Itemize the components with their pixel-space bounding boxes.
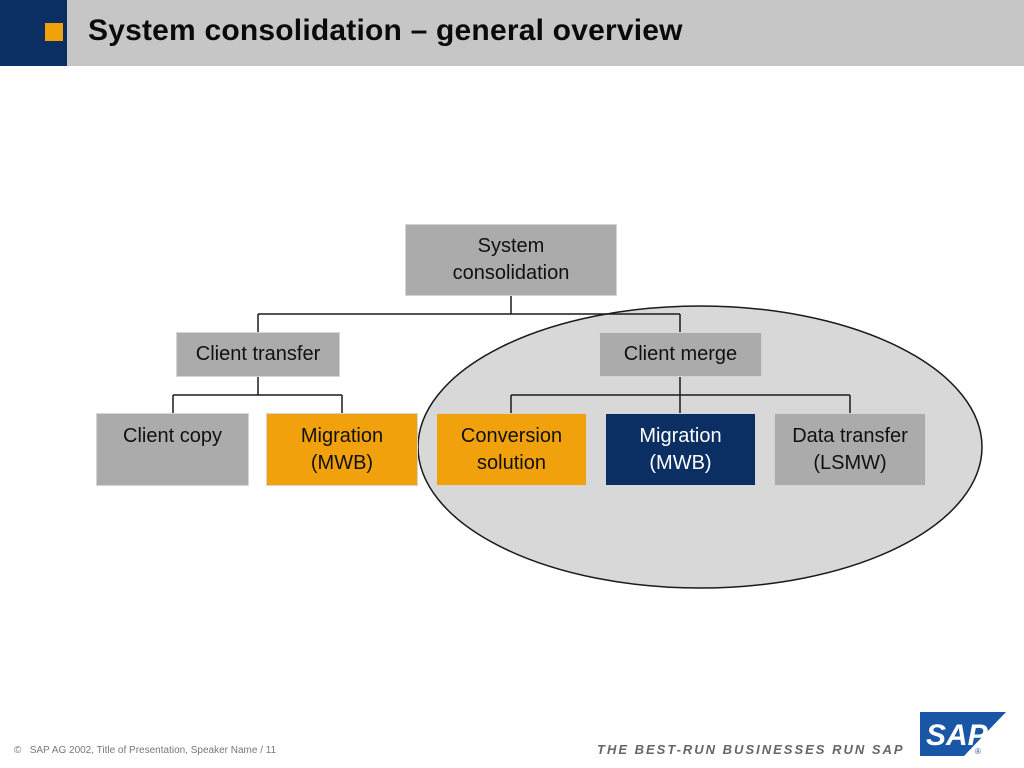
node-migration-mwb-right: Migration (MWB) [605, 413, 756, 486]
tagline: THE BEST-RUN BUSINESSES RUN SAP [597, 742, 905, 757]
node-client-merge-label: Client merge [623, 343, 738, 365]
node-conversion-solution-label: Conversion solution [460, 425, 563, 474]
node-data-transfer-lsmw: Data transfer (LSMW) [774, 413, 926, 486]
svg-text:SAP: SAP [926, 719, 989, 752]
node-system-consolidation: System consolidation [405, 224, 617, 296]
title-band [0, 0, 1024, 66]
node-migration-mwb-left-label: Migration (MWB) [300, 425, 384, 474]
node-client-merge: Client merge [599, 332, 762, 377]
node-client-copy-label: Client copy [123, 425, 222, 447]
node-migration-mwb-left: Migration (MWB) [266, 413, 418, 486]
node-system-consolidation-label: System consolidation [452, 235, 570, 284]
node-client-transfer: Client transfer [176, 332, 340, 377]
sap-logo: SAP ® [920, 712, 1006, 756]
slide-title: System consolidation – general overview [88, 14, 683, 47]
footer: © SAP AG 2002, Title of Presentation, Sp… [14, 745, 276, 756]
orange-square-icon [45, 23, 63, 41]
node-client-transfer-label: Client transfer [195, 343, 321, 365]
node-conversion-solution: Conversion solution [436, 413, 587, 486]
node-client-copy: Client copy [96, 413, 249, 486]
svg-text:®: ® [975, 747, 981, 756]
footer-text: SAP AG 2002, Title of Presentation, Spea… [29, 745, 277, 756]
node-migration-mwb-right-label: Migration (MWB) [639, 425, 722, 474]
node-data-transfer-lsmw-label: Data transfer (LSMW) [792, 425, 908, 474]
copyright-icon: © [14, 745, 22, 756]
